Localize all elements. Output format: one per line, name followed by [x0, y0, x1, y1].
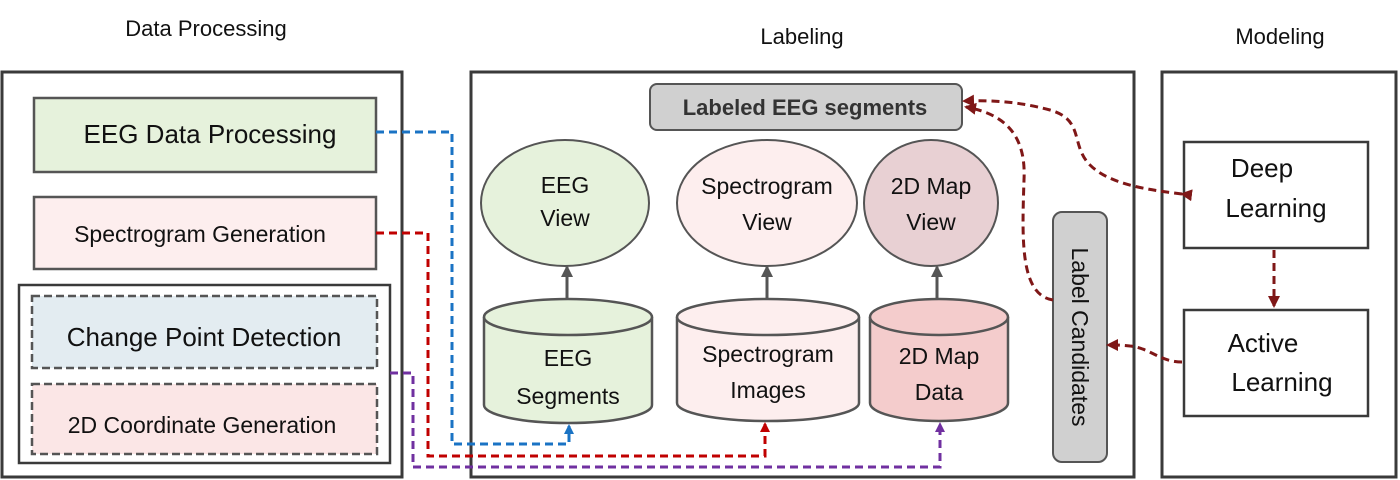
eeg-segments-label-line2: Segments — [516, 383, 620, 409]
spectrogram-generation-box: Spectrogram Generation — [32, 195, 378, 271]
map-data-label-line2: Data — [915, 379, 964, 405]
coordinate-generation-box: 2D Coordinate Generation — [30, 382, 379, 456]
labeled-segments-label: Labeled EEG segments — [683, 95, 928, 120]
eeg-view-label-line2: View — [540, 205, 590, 231]
section-title-data-processing: Data Processing — [125, 16, 286, 41]
eeg-view-node: EEG View — [480, 139, 650, 267]
map-view-label-line1: 2D Map — [891, 173, 972, 199]
spectrogram-images-label-line1: Spectrogram — [702, 341, 834, 367]
change-point-detection-box: Change Point Detection — [30, 294, 379, 370]
map-data-label-line1: 2D Map — [899, 343, 980, 369]
change-point-detection-label: Change Point Detection — [67, 322, 342, 352]
eeg-segments-label-line1: EEG — [544, 345, 593, 371]
map-data-store: 2D Map Data — [868, 297, 1010, 423]
eeg-processing-flow-arrow — [376, 130, 574, 446]
data-processing-panel — [0, 70, 404, 479]
active-learning-box: Active Learning — [1182, 308, 1370, 418]
deep-learning-labeled-segments-arrow — [962, 94, 1193, 202]
map-view-label-line2: View — [906, 209, 956, 235]
candidates-to-labeled-arrow — [964, 102, 1054, 302]
spectrogram-view-label-line2: View — [742, 209, 792, 235]
eeg-data-processing-box: EEG Data Processing — [32, 96, 378, 174]
spectrogram-images-label-line2: Images — [730, 377, 805, 403]
spectrogram-images-store: Spectrogram Images — [675, 297, 861, 423]
section-title-labeling: Labeling — [760, 24, 843, 49]
coordinate-flow-arrow — [390, 371, 945, 469]
labeling-panel — [469, 70, 1136, 479]
eeg-view-label-line1: EEG — [541, 172, 590, 198]
deep-learning-label-line1: Deep — [1231, 153, 1293, 183]
spectrogram-view-label-line1: Spectrogram — [701, 173, 833, 199]
eeg-data-processing-label: EEG Data Processing — [84, 119, 337, 149]
active-learning-label-line2: Learning — [1231, 367, 1332, 397]
active-learning-to-candidates-arrow — [1106, 339, 1183, 364]
eeg-segments-store: EEG Segments — [482, 297, 654, 425]
spectrogram-generation-label: Spectrogram Generation — [74, 221, 326, 247]
active-learning-label-line1: Active — [1228, 328, 1299, 358]
deep-learning-box: Deep Learning — [1182, 140, 1370, 250]
spectrogram-view-node: Spectrogram View — [676, 139, 858, 267]
spectrogram-flow-arrow — [376, 231, 770, 458]
modeling-panel — [1160, 70, 1398, 479]
label-candidates-tag: Label Candidates — [1052, 211, 1108, 463]
section-title-modeling: Modeling — [1235, 24, 1324, 49]
label-candidates-label: Label Candidates — [1067, 247, 1093, 426]
coordinate-generation-label: 2D Coordinate Generation — [68, 412, 337, 438]
deep-learning-label-line2: Learning — [1225, 193, 1326, 223]
labeled-segments-tag: Labeled EEG segments — [649, 83, 963, 131]
map-view-node: 2D Map View — [863, 139, 999, 267]
